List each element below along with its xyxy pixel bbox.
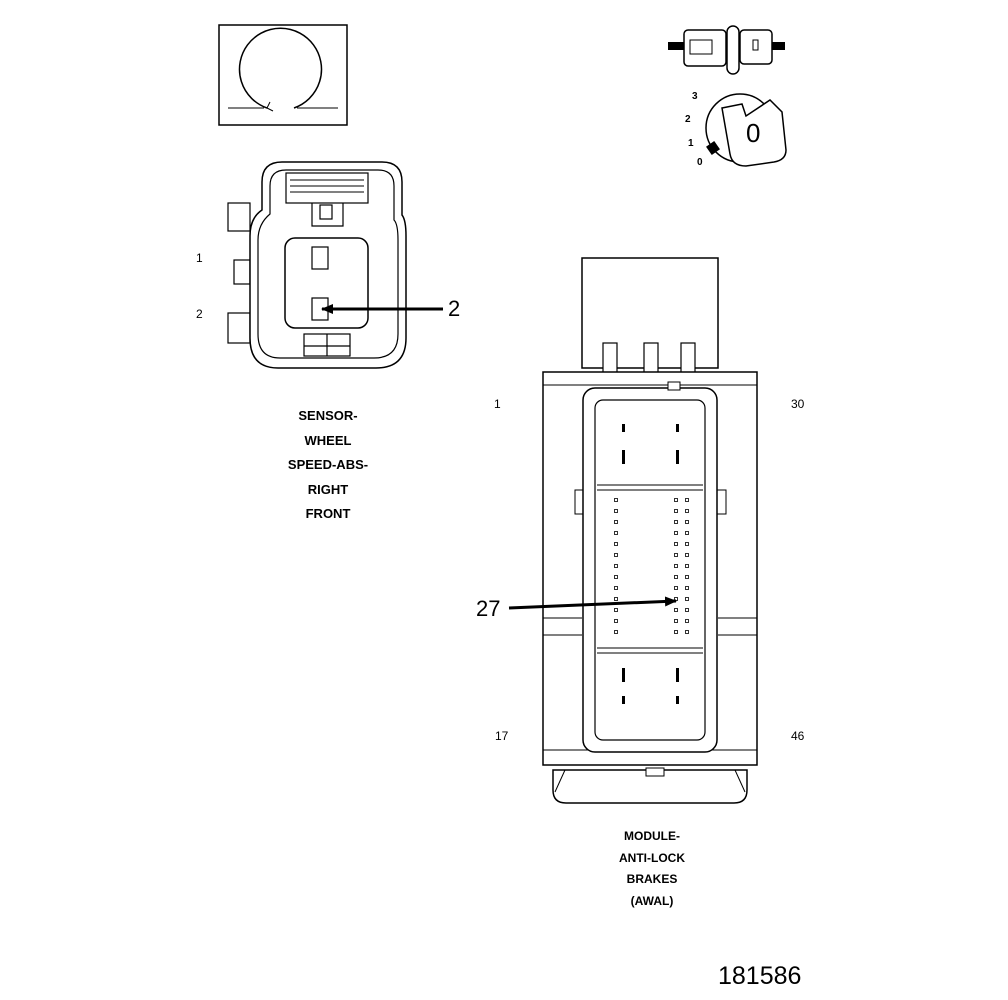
terminal-cavity — [685, 542, 689, 546]
module-corner-label-top-left: 1 — [494, 397, 501, 411]
terminal-cavity — [685, 619, 689, 623]
ignition-key-icon — [668, 25, 787, 167]
terminal-cavity — [685, 575, 689, 579]
sensor-caption-line: SPEED-ABS- — [287, 457, 369, 472]
key-label: 0 — [746, 118, 761, 148]
key-position-1: 1 — [688, 138, 694, 149]
sensor-pin-label-2: 2 — [196, 307, 203, 321]
terminal-cavity — [685, 531, 689, 535]
terminal-cavity — [614, 575, 618, 579]
key-position-0: 0 — [697, 157, 703, 168]
module-caption: MODULE- ANTI-LOCK BRAKES (AWAL) — [582, 826, 722, 912]
sensor-callout-number: 2 — [448, 296, 461, 321]
module-caption-line: ANTI-LOCK — [619, 850, 685, 865]
terminal-cavity — [674, 564, 678, 568]
terminal-cavity — [674, 575, 678, 579]
module-callout-number: 27 — [476, 596, 501, 621]
terminal-cavity — [685, 608, 689, 612]
module-corner-label-top-right: 30 — [791, 397, 805, 411]
terminal-cavity — [685, 520, 689, 524]
terminal-cavity — [614, 509, 618, 513]
module-corner-label-bottom-left: 17 — [495, 729, 509, 743]
terminal-cavity — [614, 630, 618, 634]
terminal-cavity — [614, 586, 618, 590]
terminal-cavity — [674, 608, 678, 612]
sensor-caption: SENSOR- WHEEL SPEED-ABS- RIGHT FRONT — [258, 404, 398, 527]
module-caption-line: BRAKES — [626, 872, 678, 886]
terminal-cavity — [674, 531, 678, 535]
terminal-cavity — [614, 597, 618, 601]
terminal-cavity — [674, 509, 678, 513]
terminal-cavity — [614, 542, 618, 546]
key-position-3: 3 — [692, 91, 698, 102]
terminal-cavity — [614, 608, 618, 612]
terminal-cavity — [685, 509, 689, 513]
figure-number: 181586 — [718, 962, 802, 990]
terminal-cavity — [685, 498, 689, 502]
terminal-cavity — [614, 553, 618, 557]
view-symbol-icon — [218, 24, 348, 126]
terminal-cavity — [674, 498, 678, 502]
terminal-cavity — [614, 520, 618, 524]
terminal-cavity — [614, 619, 618, 623]
terminal-cavity — [674, 542, 678, 546]
terminal-cavity — [674, 630, 678, 634]
module-corner-label-bottom-right: 46 — [791, 729, 805, 743]
terminal-cavity — [674, 553, 678, 557]
terminal-cavity — [674, 520, 678, 524]
callout-arrow-module — [508, 596, 677, 610]
terminal-cavity — [685, 597, 689, 601]
module-caption-line: (AWAL) — [630, 893, 674, 908]
terminal-cavity — [674, 619, 678, 623]
terminal-cavity — [614, 531, 618, 535]
terminal-cavity — [685, 553, 689, 557]
module-pin-grid — [614, 498, 689, 634]
terminal-cavity — [685, 630, 689, 634]
terminal-cavity — [685, 564, 689, 568]
abs-module-connector — [542, 257, 758, 804]
terminal-cavity — [614, 498, 618, 502]
wheel-speed-sensor-connector — [227, 161, 407, 369]
terminal-cavity — [614, 564, 618, 568]
sensor-caption-line: RIGHT — [307, 481, 349, 497]
sensor-caption-line: WHEEL — [304, 432, 352, 448]
key-position-2: 2 — [685, 114, 691, 125]
sensor-caption-line: SENSOR- — [298, 408, 358, 423]
sensor-pin-label-1: 1 — [196, 251, 203, 265]
sensor-caption-line: FRONT — [305, 506, 351, 521]
terminal-cavity — [685, 586, 689, 590]
module-caption-line: MODULE- — [624, 829, 680, 843]
terminal-cavity — [674, 586, 678, 590]
